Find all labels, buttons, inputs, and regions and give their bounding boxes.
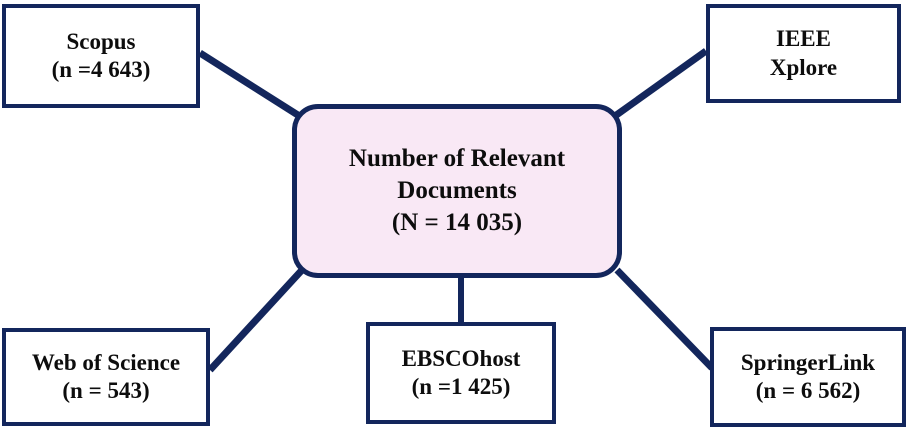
- source-box-springerlink: SpringerLink (n = 6 562): [710, 327, 906, 427]
- source-count-ebscohost: (n =1 425): [411, 374, 511, 399]
- source-label-ieee-line2: Xplore: [769, 54, 838, 80]
- source-box-ebscohost: EBSCOhost (n =1 425): [366, 322, 556, 424]
- source-label-web-of-science: Web of Science: [31, 349, 181, 375]
- source-box-ieee-xplore: IEEE Xplore: [706, 4, 901, 103]
- source-label-ieee-line1: IEEE: [776, 26, 831, 52]
- source-label-scopus: Scopus: [66, 28, 136, 54]
- source-label-ebscohost: EBSCOhost: [401, 345, 521, 371]
- center-box-relevant-documents: Number of Relevant Documents (N = 14 035…: [292, 104, 622, 278]
- connector-web-of-science-center: [207, 267, 305, 373]
- connector-scopus-center: [198, 50, 303, 120]
- source-box-web-of-science: Web of Science (n = 543): [2, 328, 210, 426]
- source-label-springerlink: SpringerLink: [740, 349, 876, 375]
- source-count-web-of-science: (n = 543): [62, 378, 150, 403]
- connector-ieee-center: [612, 48, 709, 119]
- connector-springerlink-center: [614, 267, 715, 371]
- source-box-scopus: Scopus (n =4 643): [2, 4, 200, 108]
- center-label-line1: Number of Relevant: [348, 145, 566, 172]
- center-count: (N = 14 035): [391, 209, 523, 236]
- center-label-line2: Documents: [397, 177, 517, 204]
- source-count-springerlink: (n = 6 562): [755, 378, 861, 403]
- source-count-scopus: (n =4 643): [51, 57, 151, 82]
